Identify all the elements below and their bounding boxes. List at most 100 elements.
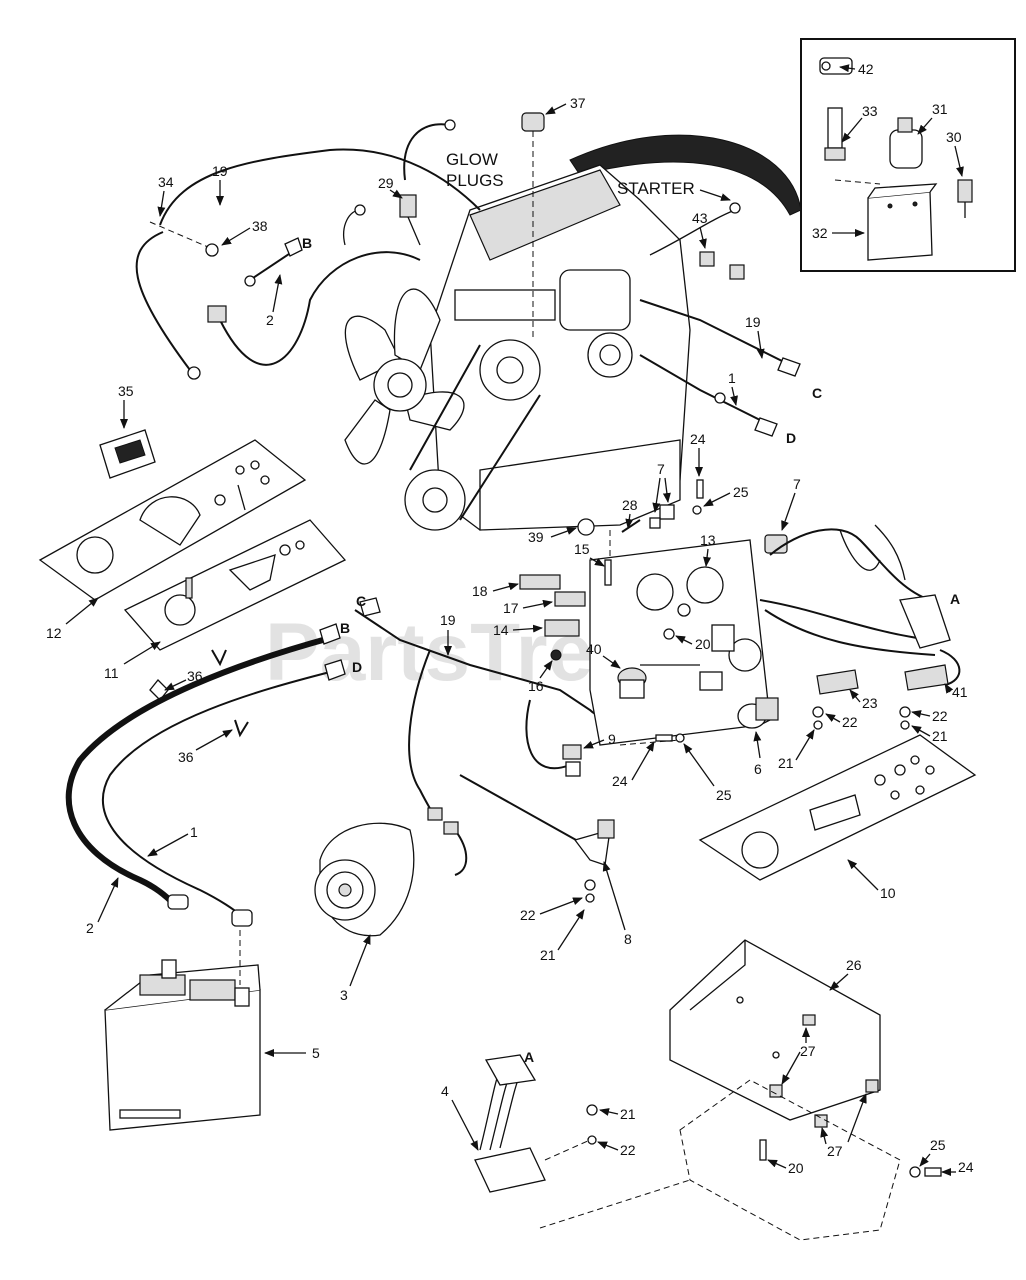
callout-41: 41: [952, 684, 968, 700]
callout-group: 42 33 31 30 32 37 29 43 34 19 38 2 19 1 …: [46, 61, 974, 1176]
screw-part-24-mid: [655, 734, 673, 742]
callout-19-mid: 19: [440, 612, 456, 628]
callout-9: 9: [608, 731, 616, 747]
callout-20-top: 20: [695, 636, 711, 652]
harness-connector: [207, 305, 227, 323]
harness-part-4: [474, 1054, 598, 1193]
callout-15: 15: [574, 541, 590, 557]
callout-13: 13: [700, 532, 716, 548]
glow-plug-wire: [403, 123, 451, 181]
callout-22-mid: 22: [520, 907, 536, 923]
key-switch-part-40: [617, 667, 647, 699]
callout-32: 32: [812, 225, 828, 241]
callout-43: 43: [692, 210, 708, 226]
callout-19-top: 19: [212, 163, 228, 179]
callout-6: 6: [754, 761, 762, 777]
clip-part-27-a: [769, 1084, 783, 1098]
harness-branch-9: [525, 699, 571, 770]
callout-25-top: 25: [733, 484, 749, 500]
light-part-6: [737, 697, 779, 729]
engine-assembly: [344, 119, 741, 531]
switch-part-30: [957, 179, 973, 218]
battery-part-5: [104, 930, 261, 1131]
callout-34: 34: [158, 174, 174, 190]
inset-box: [569, 38, 1016, 272]
valve-cover: [469, 169, 621, 261]
sensor-part-37: [521, 112, 545, 340]
callout-22-bottom: 22: [620, 1142, 636, 1158]
letter-C-mid: C: [356, 593, 366, 609]
harness-branch-mid: [219, 251, 421, 366]
main-harness-upper-left: [159, 148, 481, 226]
callout-25-bottom: 25: [930, 1137, 946, 1153]
callout-27-top: 27: [800, 1043, 816, 1059]
callout-14: 14: [493, 622, 509, 638]
part-17: [554, 591, 586, 607]
letter-B-mid: B: [340, 620, 350, 636]
letter-D-right: D: [786, 430, 796, 446]
fitting-part-42: [819, 57, 853, 75]
callout-42: 42: [858, 61, 874, 77]
gauge-kit-part-10: [698, 734, 977, 881]
connector-B-top: [284, 237, 303, 257]
callout-24-mid: 24: [612, 773, 628, 789]
gauge-kit-part-12: [38, 439, 307, 601]
clip-part-36-b: [234, 719, 249, 738]
battery-cable-part-1: [101, 671, 331, 916]
starter-label: STARTER: [617, 179, 695, 198]
callout-19-right: 19: [745, 314, 761, 330]
alternator-part-3: [314, 822, 415, 937]
letter-C-right: C: [812, 385, 822, 401]
cable-1-right: [639, 354, 761, 421]
callout-21-mid: 21: [540, 947, 556, 963]
callout-1-left: 1: [190, 824, 198, 840]
callout-24-top: 24: [690, 431, 706, 447]
callout-4: 4: [441, 1083, 449, 1099]
callout-36-bottom: 36: [178, 749, 194, 765]
callout-37: 37: [570, 95, 586, 111]
callout-38: 38: [252, 218, 268, 234]
glow-plugs-label-line1: GLOW: [446, 150, 498, 169]
letter-A-bottom: A: [524, 1049, 534, 1065]
sensor-part-33: [824, 107, 846, 161]
hour-meter-part-35: [99, 429, 156, 479]
callout-30: 30: [946, 129, 962, 145]
connector-part-9: [562, 744, 582, 777]
callout-18: 18: [472, 583, 488, 599]
callout-5: 5: [312, 1045, 320, 1061]
callout-40: 40: [586, 641, 602, 657]
callout-7-top: 7: [657, 461, 665, 477]
callout-12: 12: [46, 625, 62, 641]
callout-36-top: 36: [187, 668, 203, 684]
relay-part-23: [816, 669, 859, 695]
callout-28: 28: [622, 497, 638, 513]
bracket-outline-dashed: [679, 1079, 901, 1241]
callout-24-bottom: 24: [958, 1159, 974, 1175]
letter-B-top: B: [302, 235, 312, 251]
relay-part-41: [904, 664, 949, 691]
callout-20-bottom: 20: [788, 1160, 804, 1176]
connector-C-right: [777, 357, 801, 377]
module-part-32: [867, 183, 938, 261]
starter-motor: [587, 332, 633, 378]
callout-25-mid: 25: [716, 787, 732, 803]
callout-26: 26: [846, 957, 862, 973]
callout-31: 31: [932, 101, 948, 117]
screw-part-24-bottom: [924, 1167, 942, 1177]
callout-8: 8: [624, 931, 632, 947]
callout-2-top: 2: [266, 312, 274, 328]
letter-A-top: A: [950, 591, 960, 607]
harness-right-1: [769, 528, 931, 601]
rod-part-8: [459, 774, 615, 903]
callout-11: 11: [104, 665, 119, 681]
screw-part-20-bottom: [759, 1139, 767, 1161]
clip-part-27-b: [814, 1114, 828, 1128]
connector-C-mid: [359, 597, 381, 617]
connector-A-top: [899, 594, 951, 649]
screw-part-24-top: [696, 479, 704, 499]
letter-D-mid: D: [352, 659, 362, 675]
part-18: [519, 574, 561, 590]
callout-10: 10: [880, 885, 896, 901]
harness-branch-left: [135, 231, 191, 371]
